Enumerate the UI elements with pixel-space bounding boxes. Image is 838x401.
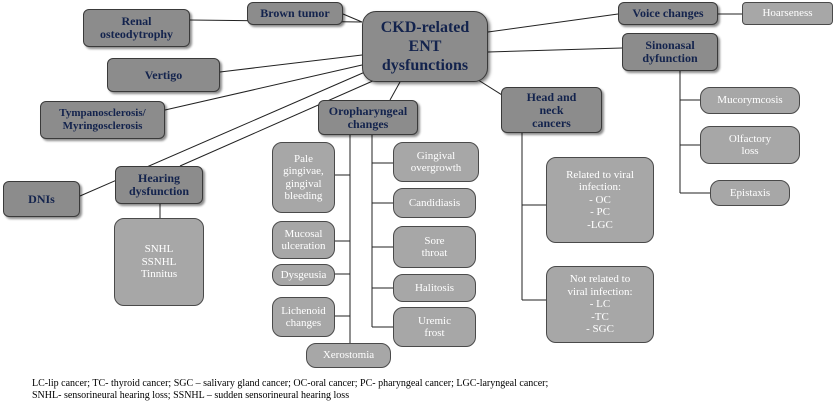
viral-related-cancers-box: Related to viral infection: - OC - PC -L… — [546, 157, 654, 243]
epistaxis-box: Epistaxis — [710, 180, 790, 206]
halitosis-box: Halitosis — [393, 274, 476, 302]
sore-throat-box: Sore throat — [393, 226, 476, 268]
abbreviations-footnote: LC-lip cancer; TC- thyroid cancer; SGC –… — [32, 378, 549, 401]
dysgeusia-box: Dysgeusia — [272, 264, 335, 286]
oropharyngeal-changes-box: Oropharyngeal changes — [318, 100, 418, 135]
voice-changes-box: Voice changes — [618, 2, 718, 25]
uremic-frost-box: Uremic frost — [393, 307, 476, 347]
lichenoid-changes-box: Lichenoid changes — [272, 297, 335, 337]
non-viral-cancers-box: Not related to viral infection: - LC -TC… — [546, 266, 654, 343]
mucosal-ulceration-box: Mucosal ulceration — [272, 221, 335, 259]
gingival-overgrowth-box: Gingival overgrowth — [393, 142, 479, 182]
hearing-conditions-box: SNHL SSNHL Tinnitus — [114, 218, 204, 306]
xerostomia-box: Xerostomia — [306, 343, 391, 368]
hoarseness-box: Hoarseness — [742, 2, 833, 25]
renal-osteodystrophy-box: Renal osteodytrophy — [83, 9, 190, 47]
line-root-sinonasal — [487, 47, 623, 53]
line-root-voice — [487, 13, 619, 33]
hearing-dysfunction-box: Hearing dysfunction — [115, 166, 203, 204]
sinonasal-dysfunction-box: Sinonasal dyfunction — [622, 33, 718, 71]
brown-tumor-box: Brown tumor — [247, 2, 343, 25]
tympanosclerosis-box: Tympanosclerosis/ Myringosclerosis — [40, 101, 165, 139]
line-root-brown — [342, 13, 363, 23]
line-root-vertigo — [219, 54, 363, 73]
mucormycosis-box: Mucorymcosis — [700, 87, 800, 114]
pale-gingivae-box: Pale gingivae, gingival bleeding — [272, 142, 335, 213]
vertigo-box: Vertigo — [107, 58, 220, 92]
line-root-oro — [389, 81, 401, 101]
line-root-tympano — [164, 64, 363, 111]
head-neck-cancers-box: Head and neck cancers — [501, 87, 602, 133]
root-node: CKD-related ENT dysfunctions — [362, 11, 488, 82]
dnis-box: DNIs — [3, 181, 80, 217]
olfactory-loss-box: Olfactory loss — [700, 126, 800, 164]
line-root-hearing — [179, 79, 376, 167]
candidiasis-box: Candidiasis — [393, 188, 476, 218]
